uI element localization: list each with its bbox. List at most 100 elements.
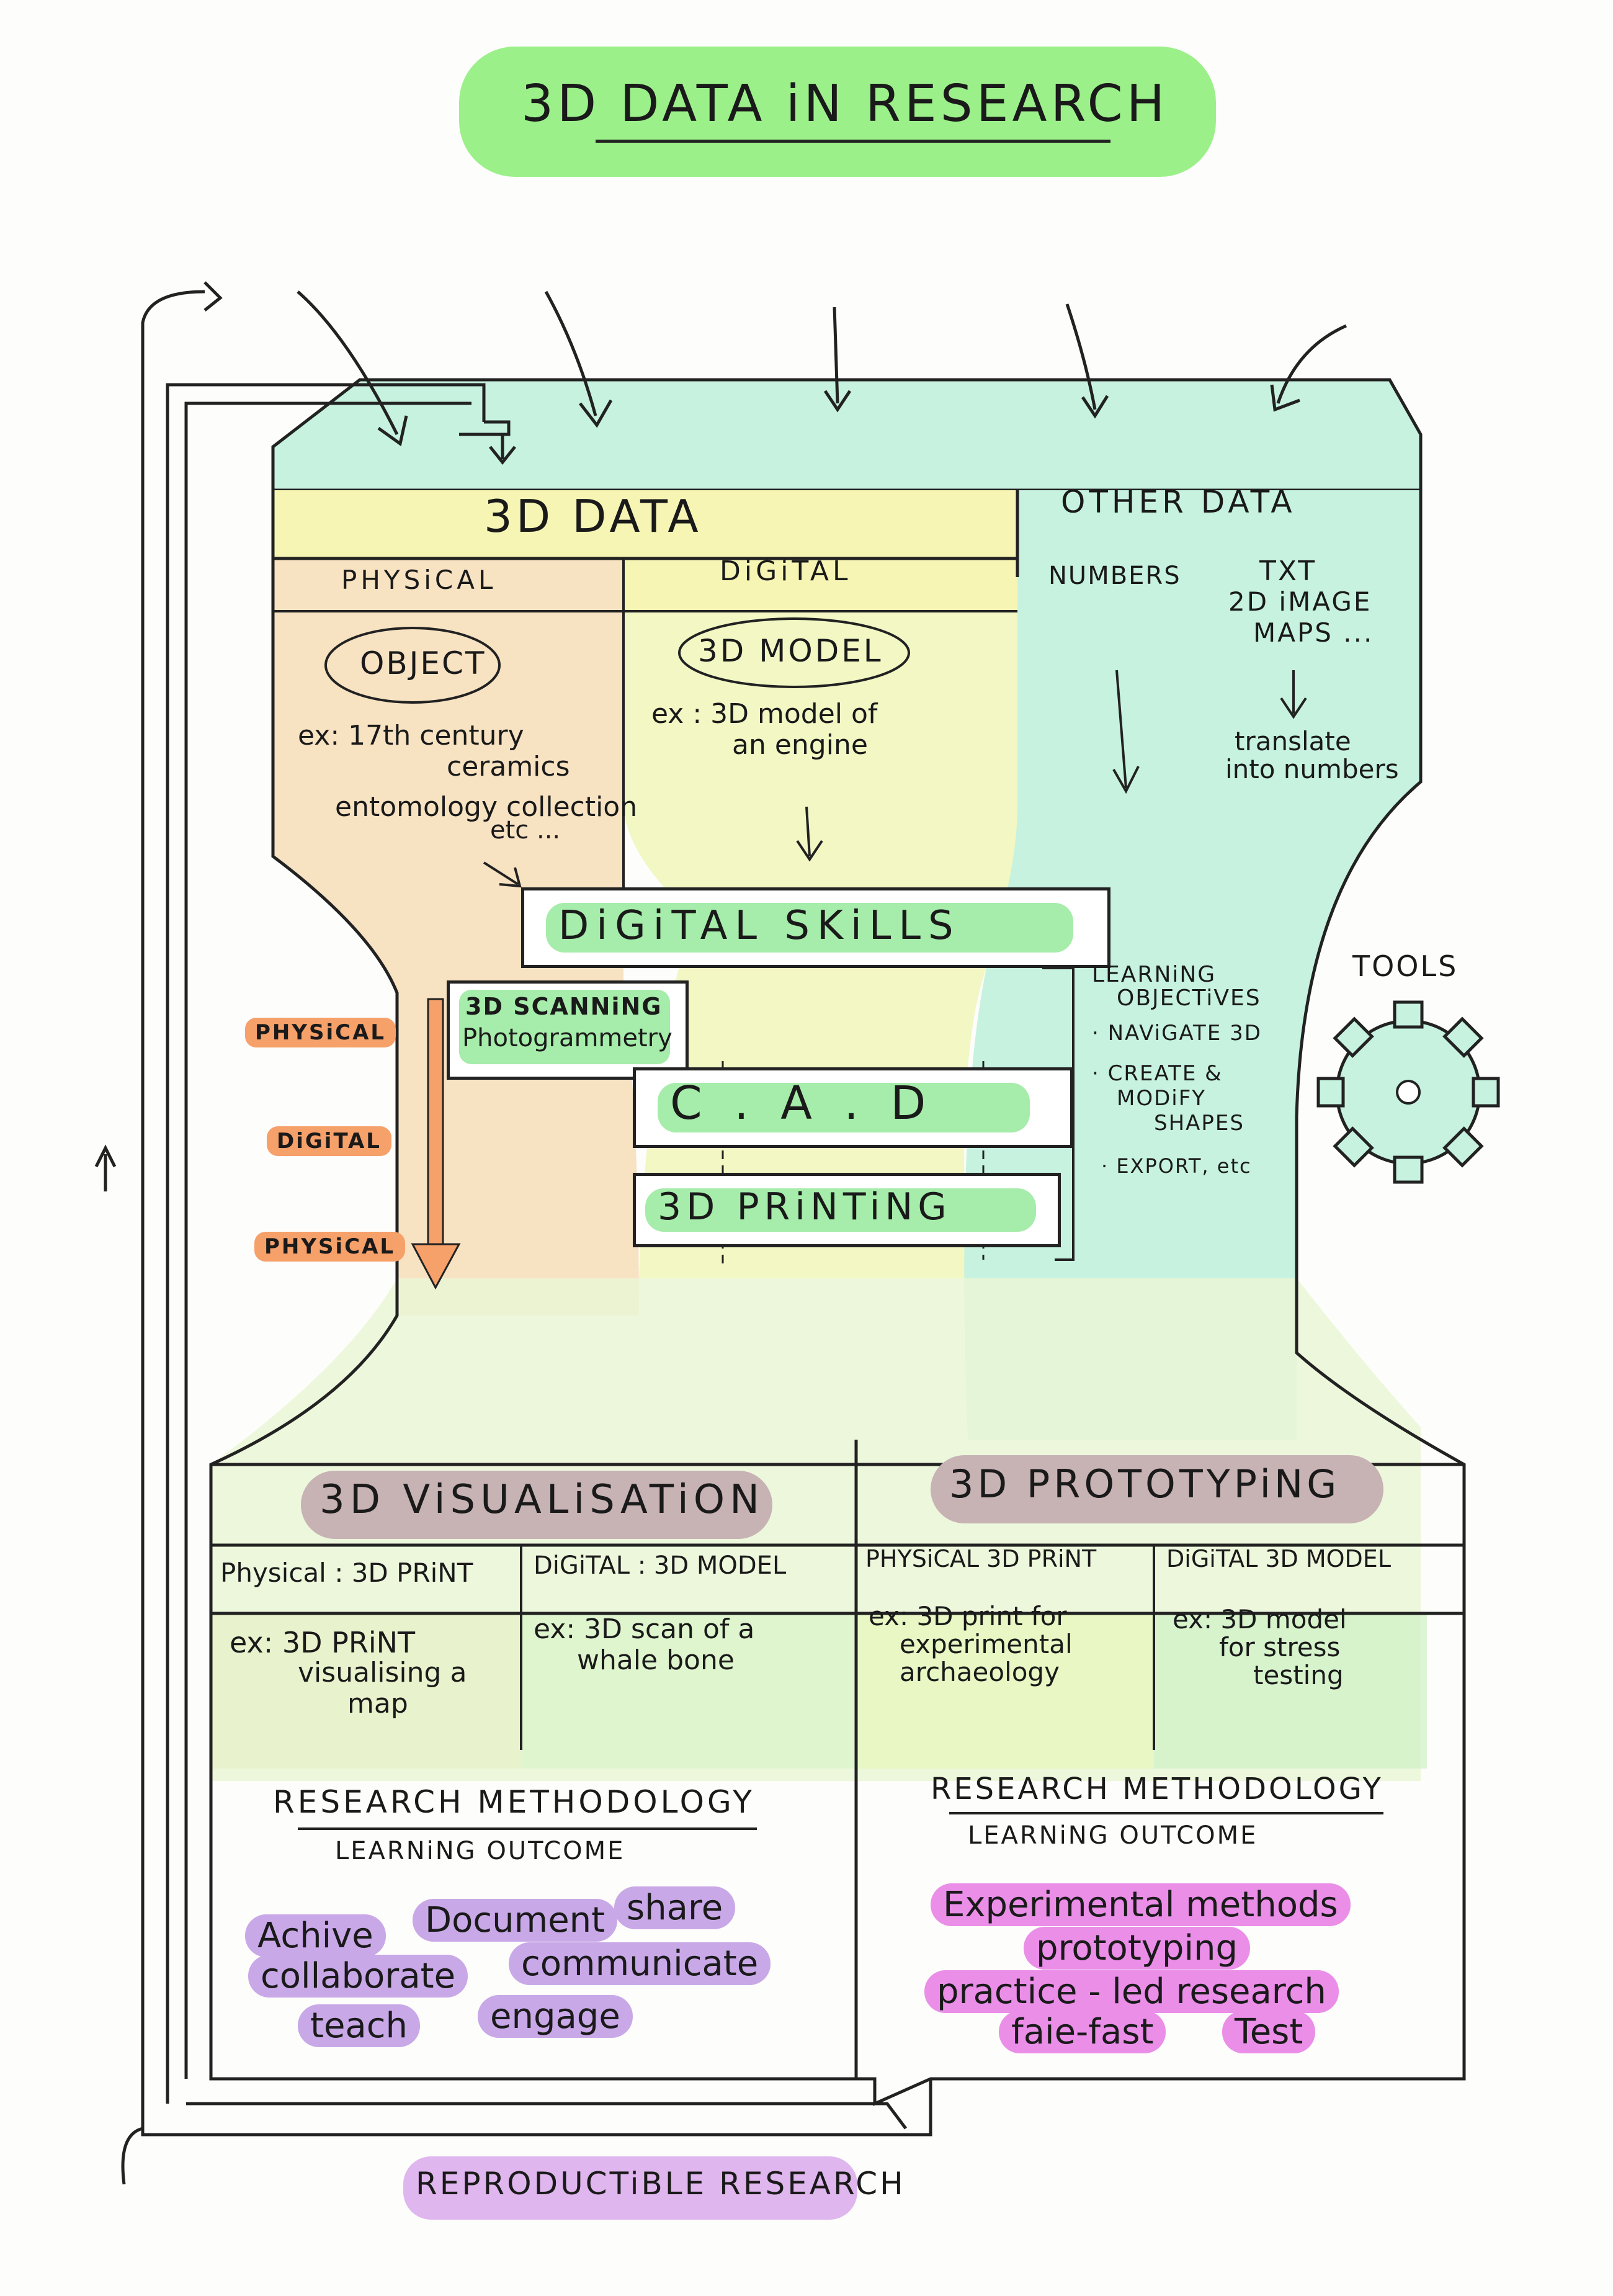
col3-ex-line2: experimental [900, 1629, 1073, 1659]
incoming-arrow-2 [544, 290, 597, 416]
incoming-arrow-4 [1065, 303, 1097, 410]
outcome-left: LEARNiNG OUTCOME [335, 1837, 625, 1865]
scanning-highlight [459, 990, 670, 1064]
incoming-arrow-5 [1276, 324, 1347, 404]
outcome-fail-fast: faie-fast [999, 2011, 1166, 2053]
learning-objectives-line1: LEARNiNG [1092, 962, 1217, 987]
model-label: 3D MODEL [698, 633, 883, 669]
outcome-communicate: communicate [509, 1942, 771, 1985]
col4-ex-line2: for stress [1219, 1632, 1341, 1662]
tools-label: TOOLS [1352, 949, 1459, 983]
other-data-label: OTHER DATA [1061, 484, 1296, 520]
method-left-underline [298, 1827, 757, 1830]
learning-objectives-line2: OBJECTiVES [1117, 985, 1261, 1011]
data3d-header [273, 490, 1017, 558]
objective-2-line2: MODiFY [1117, 1086, 1207, 1111]
col1-ex-line1: ex: 3D PRiNT [230, 1626, 416, 1659]
outcome-engage: engage [478, 1995, 633, 2038]
objectives-bracket [1042, 967, 1075, 1261]
outcome-prototyping: prototyping [1024, 1927, 1251, 1970]
digital-label: DiGiTAL [720, 555, 852, 587]
visualisation-highlight [301, 1471, 772, 1539]
model-arrow [796, 806, 823, 862]
model-ex-line1: ex : 3D model of [651, 698, 878, 730]
outcome-experimental-methods: Experimental methods [931, 1883, 1351, 1926]
digital-skills-label: DiGiTAL SKiLLS [558, 903, 961, 949]
col1-head: Physical : 3D PRiNT [220, 1558, 473, 1588]
gear-icon [1316, 1000, 1500, 1184]
printing-highlight [645, 1188, 1036, 1232]
tag-digital: DiGiTAL [267, 1126, 391, 1156]
bottom-col3-wash [856, 1613, 1154, 1769]
footer-highlight [403, 2156, 857, 2220]
process-arrow-head [411, 1243, 461, 1290]
method-right-underline [949, 1812, 1383, 1814]
return-pipe [141, 290, 205, 2122]
prototyping-label: 3D PROTOTYPiNG [949, 1461, 1341, 1507]
input-pipe [166, 383, 486, 2104]
visualisation-label: 3D ViSUALiSATiON [319, 1477, 764, 1523]
digital-subheader [623, 558, 1017, 611]
outcome-achive: Achive [245, 1914, 386, 1957]
data3d-label: 3D DATA [484, 490, 702, 542]
col4-head: DiGiTAL 3D MODEL [1166, 1545, 1391, 1572]
side-arrow-head [94, 1144, 117, 1168]
col4-ex-line1: ex: 3D model [1173, 1604, 1347, 1635]
col4-ex-line3: testing [1253, 1660, 1344, 1690]
tag-physical-2: PHYSiCAL [254, 1232, 406, 1262]
outcome-test: Test [1222, 2011, 1316, 2053]
object-oval [324, 627, 501, 704]
physical-label: PHYSiCAL [341, 565, 497, 595]
method-left: RESEARCH METHODOLOGY [273, 1784, 755, 1820]
txt-arrow [1280, 670, 1307, 719]
translate-line2: into numbers [1225, 754, 1399, 784]
incoming-arrow-5-head [1270, 384, 1300, 412]
txt-line1: TXT [1259, 555, 1317, 587]
incoming-arrow-2-head [579, 399, 613, 428]
col2-ex-line1: ex: 3D scan of a [534, 1613, 755, 1645]
objective-3: · EXPORT, etc [1101, 1154, 1252, 1178]
col3-ex-line1: ex: 3D print for [869, 1601, 1067, 1631]
txt-line3: MAPS ... [1253, 617, 1374, 648]
pipe-down-arrow [489, 434, 516, 465]
incoming-arrow-4-head [1081, 395, 1109, 419]
model-ex-line2: an engine [732, 729, 868, 761]
incoming-arrow-1 [297, 290, 399, 436]
scanning-line1: 3D SCANNiNG [465, 993, 663, 1020]
numbers-label: NUMBERS [1048, 562, 1181, 590]
footer-arrow [121, 2127, 143, 2185]
col2-ex-line2: whale bone [577, 1644, 735, 1676]
col3-head: PHYSiCAL 3D PRiNT [865, 1545, 1097, 1572]
object-ex-line3: entomology collection [335, 791, 638, 823]
title-highlight [459, 47, 1216, 177]
bottom-col4-wash [1154, 1613, 1427, 1769]
tag-physical-1: PHYSiCAL [245, 1018, 396, 1047]
col1-ex-line3: map [347, 1688, 408, 1720]
incoming-arrow-1-head [377, 415, 408, 447]
object-ex-line1: ex: 17th century [298, 720, 524, 751]
numbers-arrow [1112, 670, 1140, 794]
outcome-document: Document [413, 1899, 618, 1942]
objective-2-line1: · CREATE & [1092, 1061, 1223, 1086]
objective-1: · NAViGATE 3D [1092, 1021, 1262, 1046]
cad-highlight [658, 1083, 1030, 1132]
bottom-col1-wash [211, 1613, 521, 1769]
prototyping-highlight [931, 1455, 1383, 1523]
scanning-line2: Photogrammetry [462, 1024, 672, 1052]
other-data-column [964, 490, 1421, 1440]
bottom-col2-wash [521, 1613, 856, 1769]
incoming-arrow-3 [833, 307, 839, 404]
objective-2-line3: SHAPES [1154, 1111, 1244, 1136]
physical-subheader [273, 558, 623, 611]
outcome-practice-led-research: practice - led research [924, 1970, 1339, 2013]
method-right: RESEARCH METHODOLOGY [931, 1772, 1383, 1806]
bottom-loop [141, 2079, 932, 2137]
col3-ex-line3: archaeology [900, 1657, 1060, 1687]
object-ex-line4: etc ... [490, 816, 561, 845]
col2-head: DiGiTAL : 3D MODEL [534, 1551, 787, 1580]
title-underline [596, 140, 1110, 143]
txt-line2: 2D iMAGE [1228, 586, 1372, 617]
col1-ex-line2: visualising a [298, 1657, 467, 1688]
bottom-return-line [186, 2079, 906, 2128]
